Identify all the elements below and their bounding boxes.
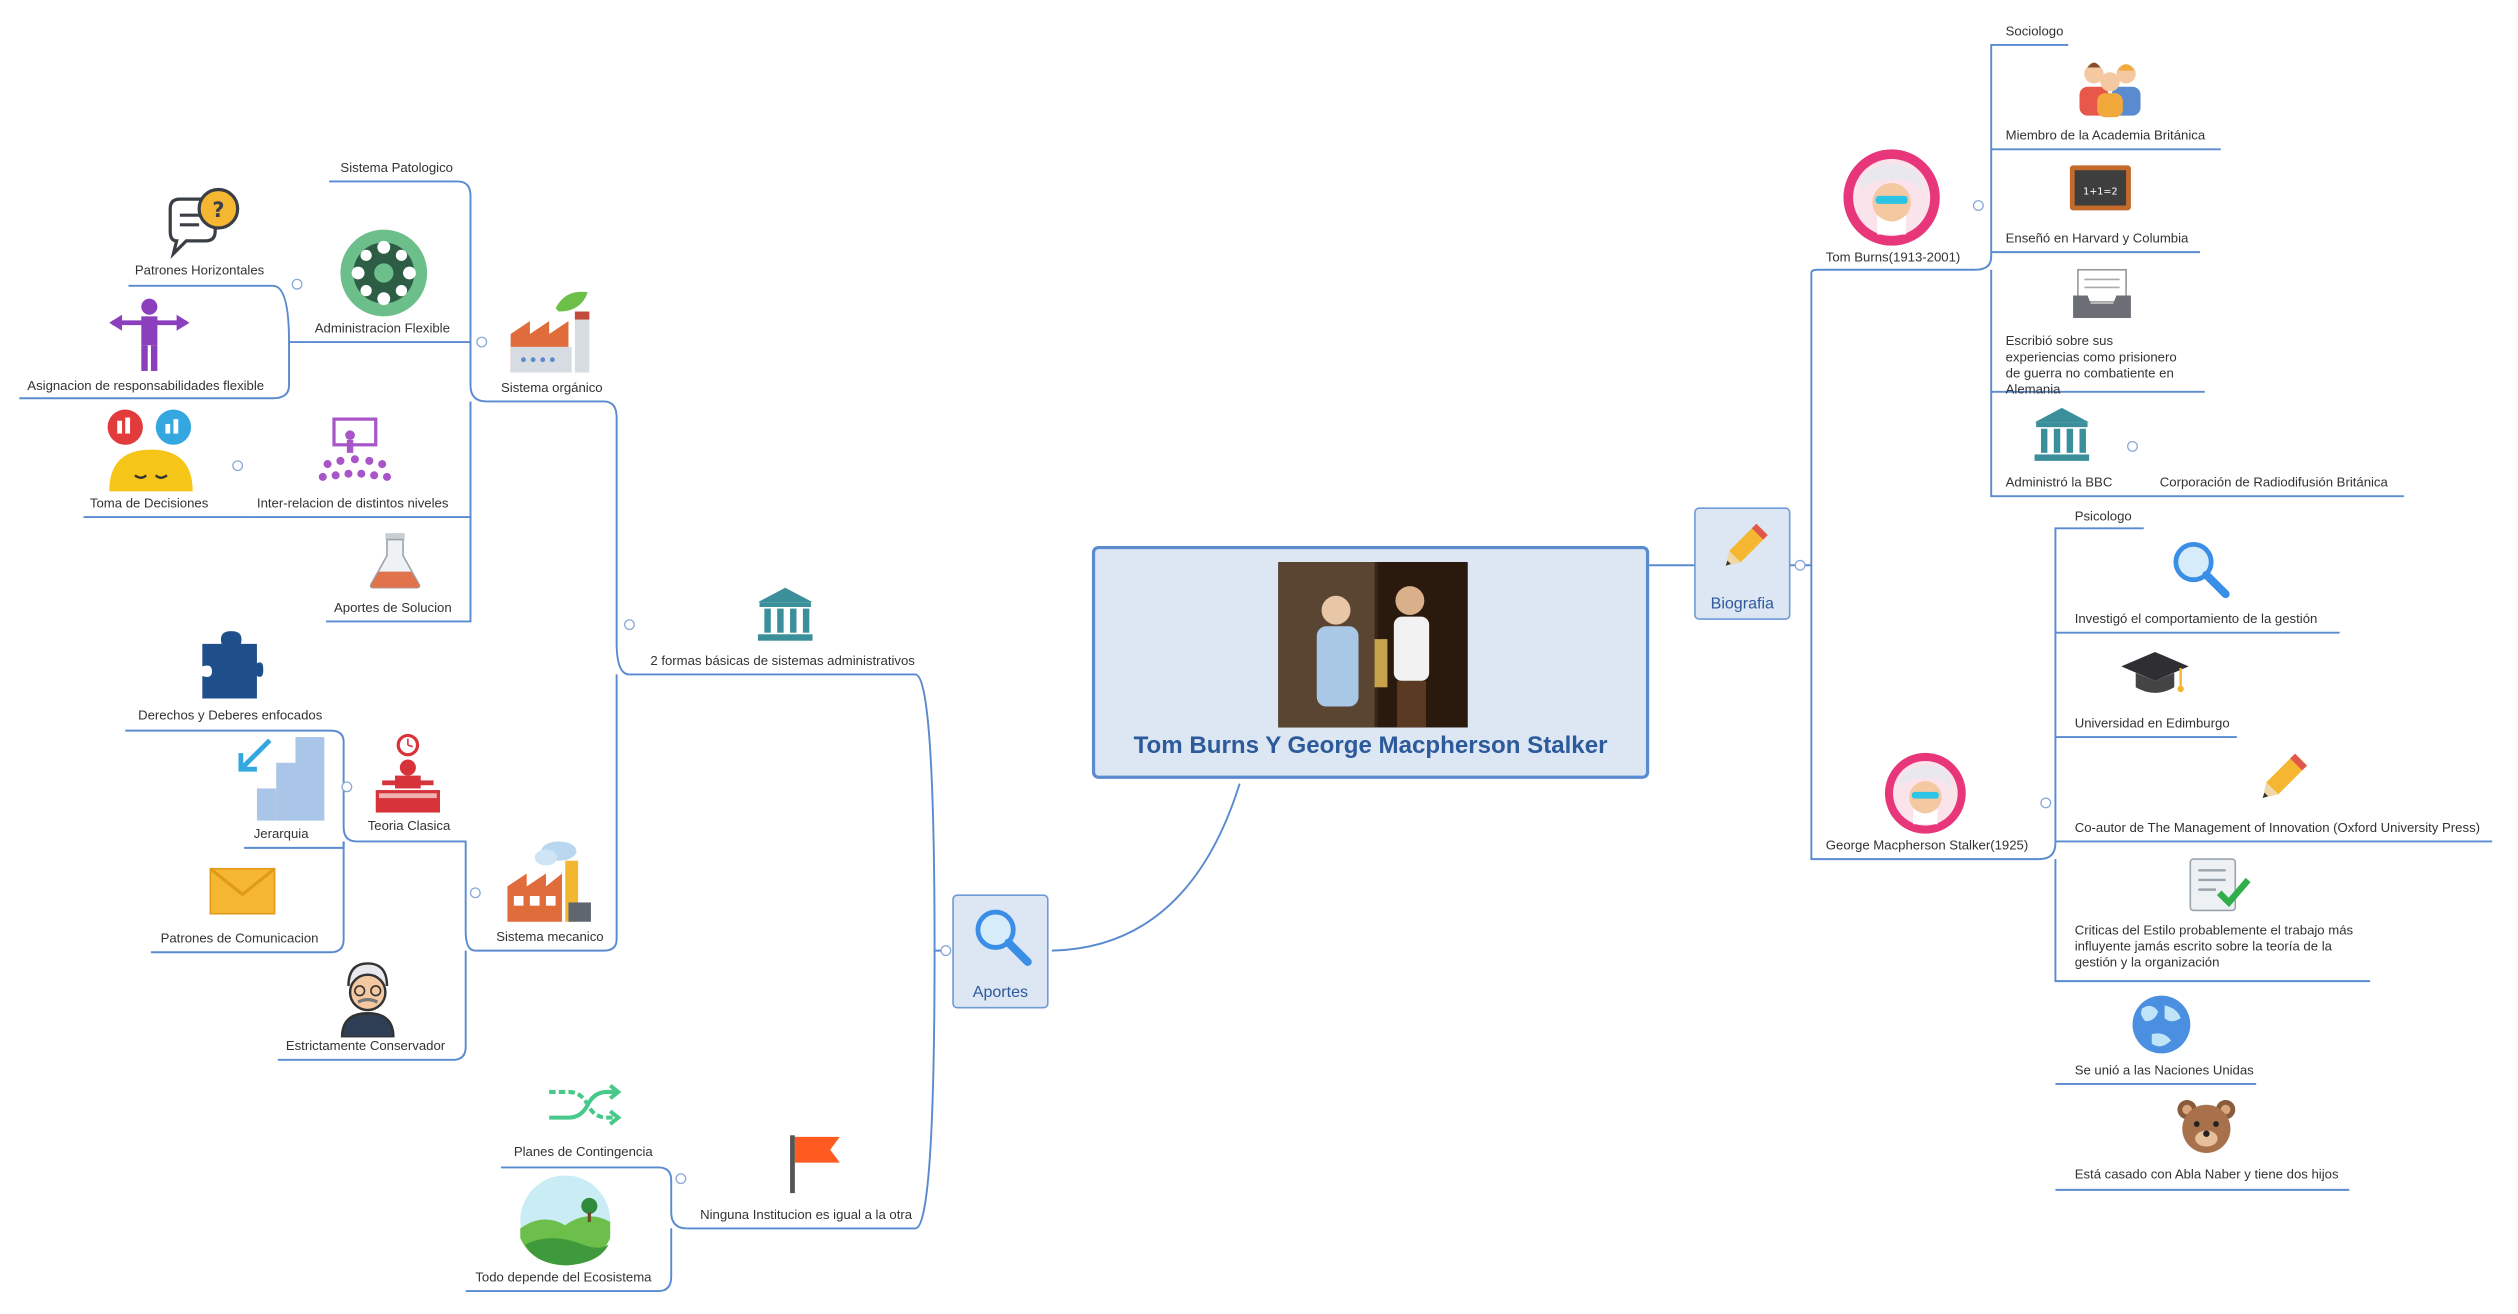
flag-icon — [790, 1135, 840, 1194]
tom-item-sociologo[interactable]: Sociologo — [2005, 24, 2064, 39]
puzzle-piece-icon — [202, 631, 264, 699]
administracion-flexible-node[interactable]: Administracion Flexible — [314, 321, 450, 336]
old-man-icon — [340, 962, 395, 1038]
jerarquia-node[interactable]: Jerarquia — [253, 826, 309, 842]
hub-aportes[interactable]: Aportes — [952, 894, 1049, 1009]
george-item-comportamiento[interactable]: Investigó el comportamiento de la gestió… — [2074, 611, 2318, 627]
planes-contingencia-node[interactable]: Planes de Contingencia — [513, 1144, 653, 1160]
pencil-icon — [1725, 523, 1768, 566]
chalkboard-icon: 1+1=2 — [2069, 165, 2131, 211]
estrictamente-conservador-node[interactable]: Estrictamente Conservador — [285, 1038, 446, 1054]
people-icon — [2079, 62, 2141, 118]
ninguna-institucion-node[interactable]: Ninguna Institucion es igual a la otra — [700, 1207, 913, 1223]
svg-text:?: ? — [212, 198, 224, 222]
hub-aportes-label: Aportes — [972, 984, 1029, 1003]
magnifier-icon — [975, 909, 1032, 966]
audience-presentation-icon — [318, 417, 392, 481]
decision-head-icon — [107, 409, 193, 492]
envelope-icon — [209, 867, 276, 915]
graduation-cap-icon — [2121, 651, 2189, 693]
tom-item-prisionero[interactable]: Escribió sobre sus experiencias como pri… — [2005, 334, 2177, 397]
inbox-tray-icon — [2073, 268, 2131, 318]
george-stalker-node[interactable]: George Macpherson Stalker(1925) — [1825, 838, 2029, 853]
eco-factory-icon — [510, 291, 590, 373]
factory-icon — [507, 841, 591, 922]
desk-clock-icon — [375, 733, 440, 813]
bank-icon — [2034, 407, 2090, 461]
central-title: Tom Burns Y George Macpherson Stalker — [1133, 732, 1608, 760]
sistema-organico-node[interactable]: Sistema orgánico — [501, 380, 603, 396]
george-item-casado[interactable]: Está casado con Abla Naber y tiene dos h… — [2074, 1167, 2339, 1182]
interrelacion-node[interactable]: Inter-relacion de distintos niveles — [256, 496, 449, 511]
sistema-mecanico-node[interactable]: Sistema mecanico — [496, 929, 604, 945]
george-item-coautor[interactable]: Co-autor de The Management of Innovation… — [2074, 820, 2481, 836]
team-circle-icon — [340, 229, 428, 317]
teddy-bear-icon — [2177, 1099, 2236, 1153]
derechos-deberes-node[interactable]: Derechos y Deberes enfocados — [138, 708, 323, 723]
globe-icon — [2132, 995, 2191, 1054]
teoria-clasica-node[interactable]: Teoria Clasica — [367, 818, 451, 834]
patrones-comunicacion-node[interactable]: Patrones de Comunicacion — [160, 931, 319, 946]
shuffle-arrows-icon — [549, 1083, 622, 1126]
tom-item-bbc[interactable]: Administró la BBC — [2005, 475, 2113, 490]
toma-decisiones-node[interactable]: Toma de Decisiones — [89, 496, 209, 511]
aportes-solucion-node[interactable]: Aportes de Solucion — [334, 600, 452, 616]
bank-icon — [757, 587, 813, 641]
patrones-horizontales-node[interactable]: Patrones Horizontales — [134, 263, 265, 278]
hub-biografia[interactable]: Biografia — [1694, 507, 1791, 620]
tom-burns-node[interactable]: Tom Burns(1913-2001) — [1825, 250, 1961, 265]
svg-text:1+1=2: 1+1=2 — [2083, 186, 2118, 197]
todo-depende-node[interactable]: Todo depende del Ecosistema — [475, 1270, 652, 1285]
person-arrows-icon — [109, 298, 190, 371]
magnifier-icon — [2173, 541, 2230, 599]
george-item-psicologo[interactable]: Psicologo — [2074, 509, 2132, 524]
bbc-subitem[interactable]: Corporación de Radiodifusión Británica — [2159, 475, 2388, 490]
central-topic[interactable]: Tom Burns Y George Macpherson Stalker — [1091, 545, 1650, 779]
flask-icon — [369, 533, 421, 589]
stairs-hierarchy-icon — [238, 737, 325, 821]
formas-node[interactable]: 2 formas básicas de sistemas administrat… — [650, 653, 915, 669]
george-item-edimburgo[interactable]: Universidad en Edimburgo — [2074, 716, 2230, 731]
pencil-icon — [2262, 753, 2308, 798]
hub-biografia-label: Biografia — [1710, 595, 1774, 614]
sistema-patologico-node[interactable]: Sistema Patologico — [340, 160, 453, 176]
authors-photo — [1278, 562, 1468, 728]
landscape-icon — [520, 1175, 611, 1266]
tom-item-academia[interactable]: Miembro de la Academia Británica — [2005, 128, 2206, 143]
tom-item-harvard[interactable]: Enseñó en Harvard y Columbia — [2005, 231, 2189, 246]
checklist-icon — [2189, 858, 2251, 912]
scientist-avatar-icon — [1843, 149, 1940, 246]
chat-question-icon: ? — [168, 187, 240, 259]
george-item-criticas[interactable]: Criticas del Estilo probablemente el tra… — [2074, 923, 2354, 970]
george-item-naciones[interactable]: Se unió a las Naciones Unidas — [2074, 1063, 2254, 1078]
scientist-avatar-icon — [1884, 752, 1966, 834]
asignacion-responsabilidades-node[interactable]: Asignacion de responsabilidades flexible — [27, 378, 265, 394]
